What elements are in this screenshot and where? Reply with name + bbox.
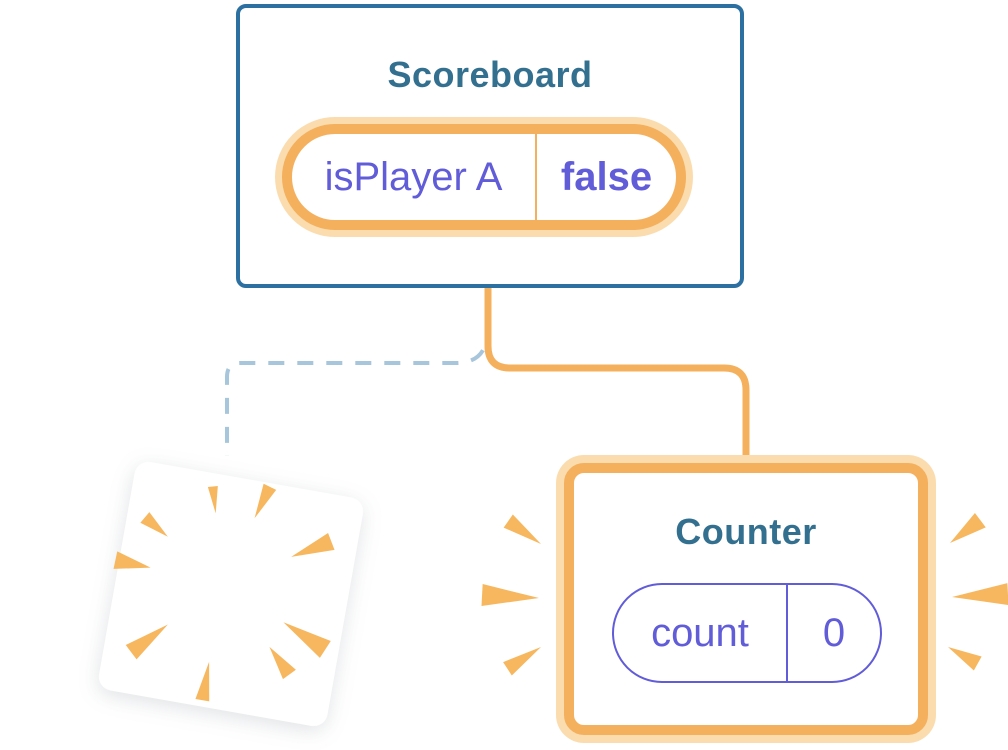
pill-divider (786, 585, 788, 681)
poof-card (98, 461, 364, 727)
active-connector-line (484, 284, 750, 470)
counter-state-pill: count 0 (612, 583, 882, 683)
pill-divider (535, 134, 537, 220)
counter-card: Counter count 0 (564, 463, 928, 735)
scoreboard-state-pill: isPlayer A false (282, 124, 686, 230)
scoreboard-title: Scoreboard (387, 54, 593, 95)
state-value: false (560, 154, 653, 199)
emphasis-marks-right (948, 512, 1008, 671)
poof-burst-icon (113, 483, 335, 702)
emphasis-marks-left (481, 514, 541, 676)
scoreboard-card: Scoreboard isPlayer A false (236, 4, 744, 288)
state-value: 0 (822, 610, 846, 655)
counter-title: Counter (675, 511, 817, 552)
state-key: count (651, 610, 749, 655)
state-key: isPlayer A (324, 154, 503, 199)
dashed-connector-line (225, 327, 490, 456)
